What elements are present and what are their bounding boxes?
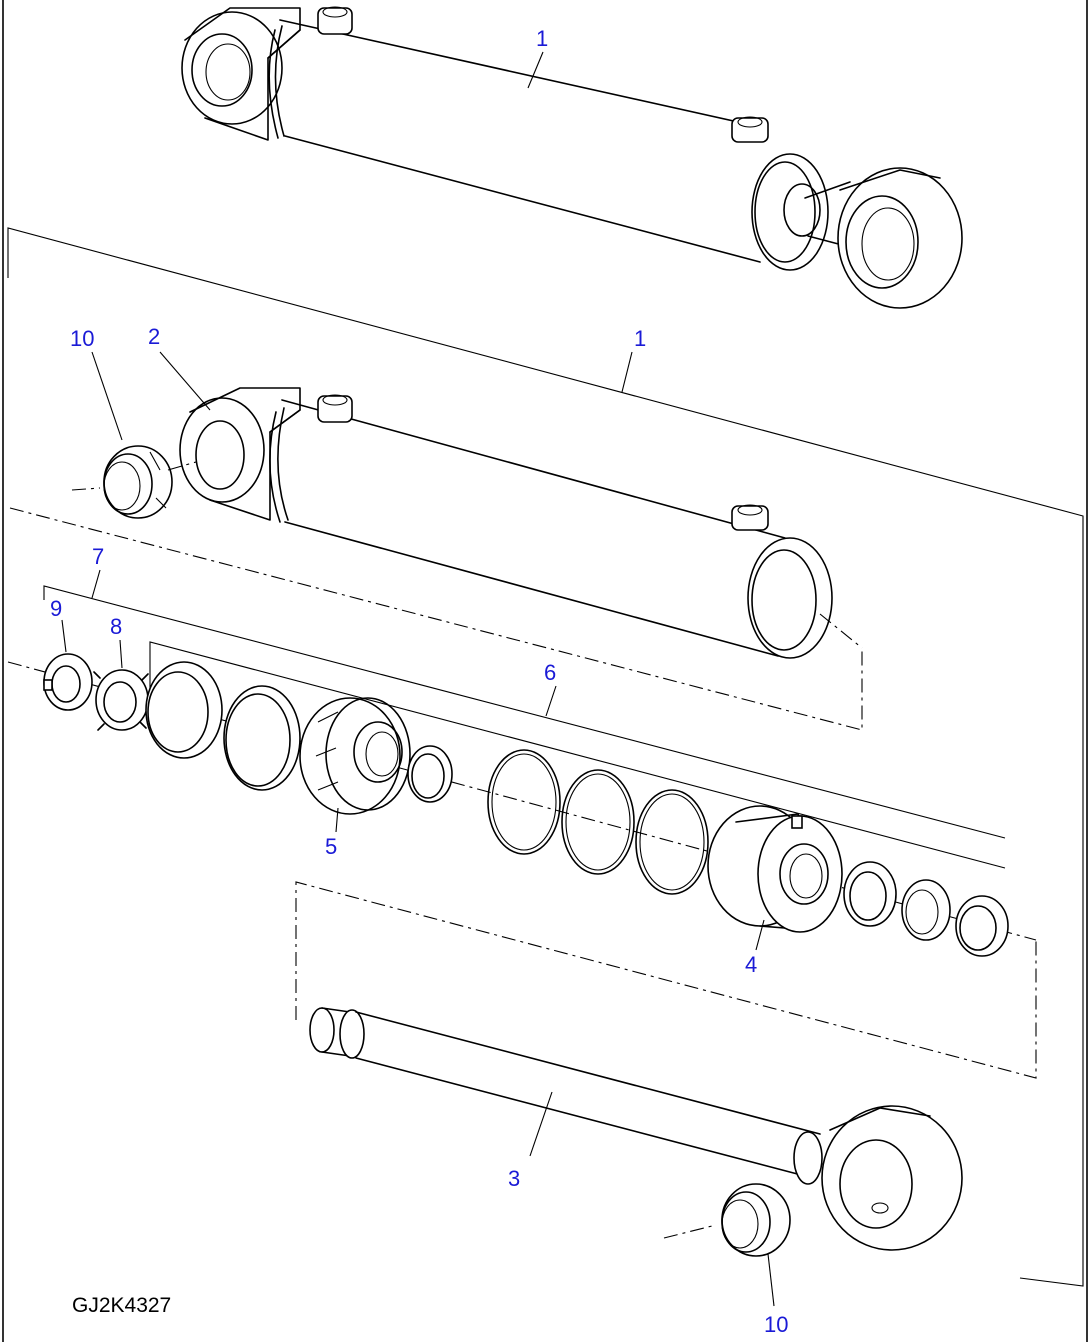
- callout-5: 5: [325, 834, 337, 859]
- backup-ring: [635, 789, 709, 895]
- cylinder-head: [707, 805, 843, 933]
- piston: [299, 697, 411, 815]
- o-ring-large-2: [561, 769, 635, 875]
- bracket-7: [43, 585, 1006, 839]
- bottom-eye-outer: [181, 11, 283, 125]
- wear-ring: [145, 661, 223, 759]
- o-ring-large-1: [487, 749, 561, 855]
- cylinder-tube: [179, 387, 833, 659]
- drawing-code: GJ2K4327: [72, 1294, 171, 1317]
- nut: [43, 653, 93, 711]
- oil-port-rod-side: [731, 117, 769, 143]
- callout-3: 3: [508, 1166, 520, 1191]
- oil-port-top: [317, 7, 353, 35]
- callout-6: 6: [544, 660, 556, 685]
- rod-eye: [821, 1105, 963, 1251]
- callout-7: 7: [92, 544, 104, 569]
- piston-rod: [309, 1007, 963, 1251]
- lock-washer: [93, 669, 149, 731]
- rod-eye-outer: [837, 167, 963, 309]
- callout-10-top: 10: [70, 326, 94, 351]
- piston-seal: [223, 685, 301, 791]
- bracket-6: [149, 641, 1006, 869]
- callout-1-top: 1: [536, 26, 548, 51]
- rod-group-bracket: [295, 881, 1037, 1079]
- cylinder-assembly-top: [181, 6, 963, 309]
- callout-2: 2: [148, 324, 160, 349]
- callout-10-bottom: 10: [764, 1312, 788, 1337]
- callout-8: 8: [110, 614, 122, 639]
- buffer-ring: [901, 879, 951, 941]
- bushing-bottom: [721, 1183, 791, 1257]
- dust-seal: [955, 895, 1009, 957]
- tube-port-rod-side: [731, 505, 769, 531]
- bushing-top: [103, 445, 173, 519]
- callout-4: 4: [745, 952, 757, 977]
- tube-port-top: [317, 395, 353, 423]
- callout-1-mid: 1: [634, 326, 646, 351]
- callout-9: 9: [50, 596, 62, 621]
- assembly-bracket-1: [7, 227, 1084, 1287]
